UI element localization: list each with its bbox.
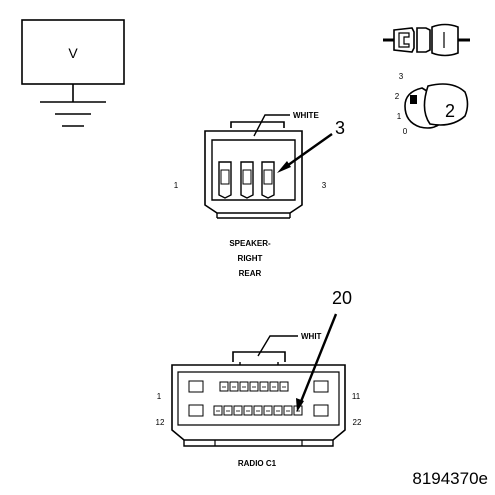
key-position-2: 2 xyxy=(395,92,400,101)
radio-cavity xyxy=(219,381,229,392)
voltmeter-symbol: V xyxy=(21,19,125,127)
key-position-3: 3 xyxy=(399,72,404,81)
speaker-connector: WHITE 3 1 3 SPEAKER- RIGHT REAR xyxy=(174,111,345,278)
radio-latch xyxy=(232,351,286,362)
figure-id: 8194370e xyxy=(412,469,488,488)
radio-wire-color: WHIT xyxy=(301,332,322,341)
ground-icon xyxy=(40,84,106,127)
radio-cavity xyxy=(283,405,293,416)
radio-cavity xyxy=(249,381,259,392)
radio-cavity xyxy=(239,381,249,392)
radio-callout-arrow xyxy=(298,313,338,405)
key-position-0: 0 xyxy=(403,127,408,136)
key-position-1: 1 xyxy=(397,112,402,121)
radio-cavity xyxy=(213,405,223,416)
speaker-cavity xyxy=(240,161,254,199)
radio-cavity xyxy=(273,405,283,416)
key-position-marker xyxy=(410,95,417,104)
speaker-callout-arrow xyxy=(283,133,333,169)
speaker-callout: 3 xyxy=(335,118,345,138)
speaker-caption-line-1: SPEAKER- xyxy=(229,239,271,248)
speaker-caption-line-3: REAR xyxy=(239,269,262,278)
radio-pin-1: 1 xyxy=(157,392,162,401)
speaker-wire-leader xyxy=(253,114,290,137)
speaker-cavity xyxy=(218,161,232,199)
radio-caption: RADIO C1 xyxy=(238,459,277,468)
speaker-latch xyxy=(230,121,285,128)
speaker-caption-line-2: RIGHT xyxy=(238,254,263,263)
radio-cavity xyxy=(269,381,279,392)
speaker-cavity xyxy=(261,161,275,199)
speaker-wire-color: WHITE xyxy=(293,111,319,120)
radio-pin-12: 12 xyxy=(156,418,165,427)
radio-cavity xyxy=(229,381,239,392)
radio-cavity xyxy=(259,381,269,392)
speaker-pin-3: 3 xyxy=(322,181,327,190)
speaker-pin-1: 1 xyxy=(174,181,179,190)
radio-connector: WHIT 20 1 11 12 22 RADIO C1 xyxy=(156,288,362,468)
radio-pin-11: 11 xyxy=(352,392,361,401)
radio-callout: 20 xyxy=(332,288,352,308)
radio-cavity xyxy=(279,381,289,392)
radio-cavity xyxy=(263,405,273,416)
radio-cavity xyxy=(233,405,243,416)
radio-cavity xyxy=(253,405,263,416)
ignition-key-icon: 3 2 1 0 2 xyxy=(395,72,469,136)
radio-top-row xyxy=(219,381,289,392)
radio-cavity xyxy=(243,405,253,416)
radio-wire-leader xyxy=(257,335,298,357)
radio-pin-22: 22 xyxy=(353,418,362,427)
speaker-cavities xyxy=(218,161,275,199)
meter-label: V xyxy=(68,45,78,61)
key-callout: 2 xyxy=(445,101,455,121)
radio-cavity xyxy=(223,405,233,416)
terminal-probe-icon xyxy=(383,23,470,57)
radio-connector-body xyxy=(171,364,346,441)
